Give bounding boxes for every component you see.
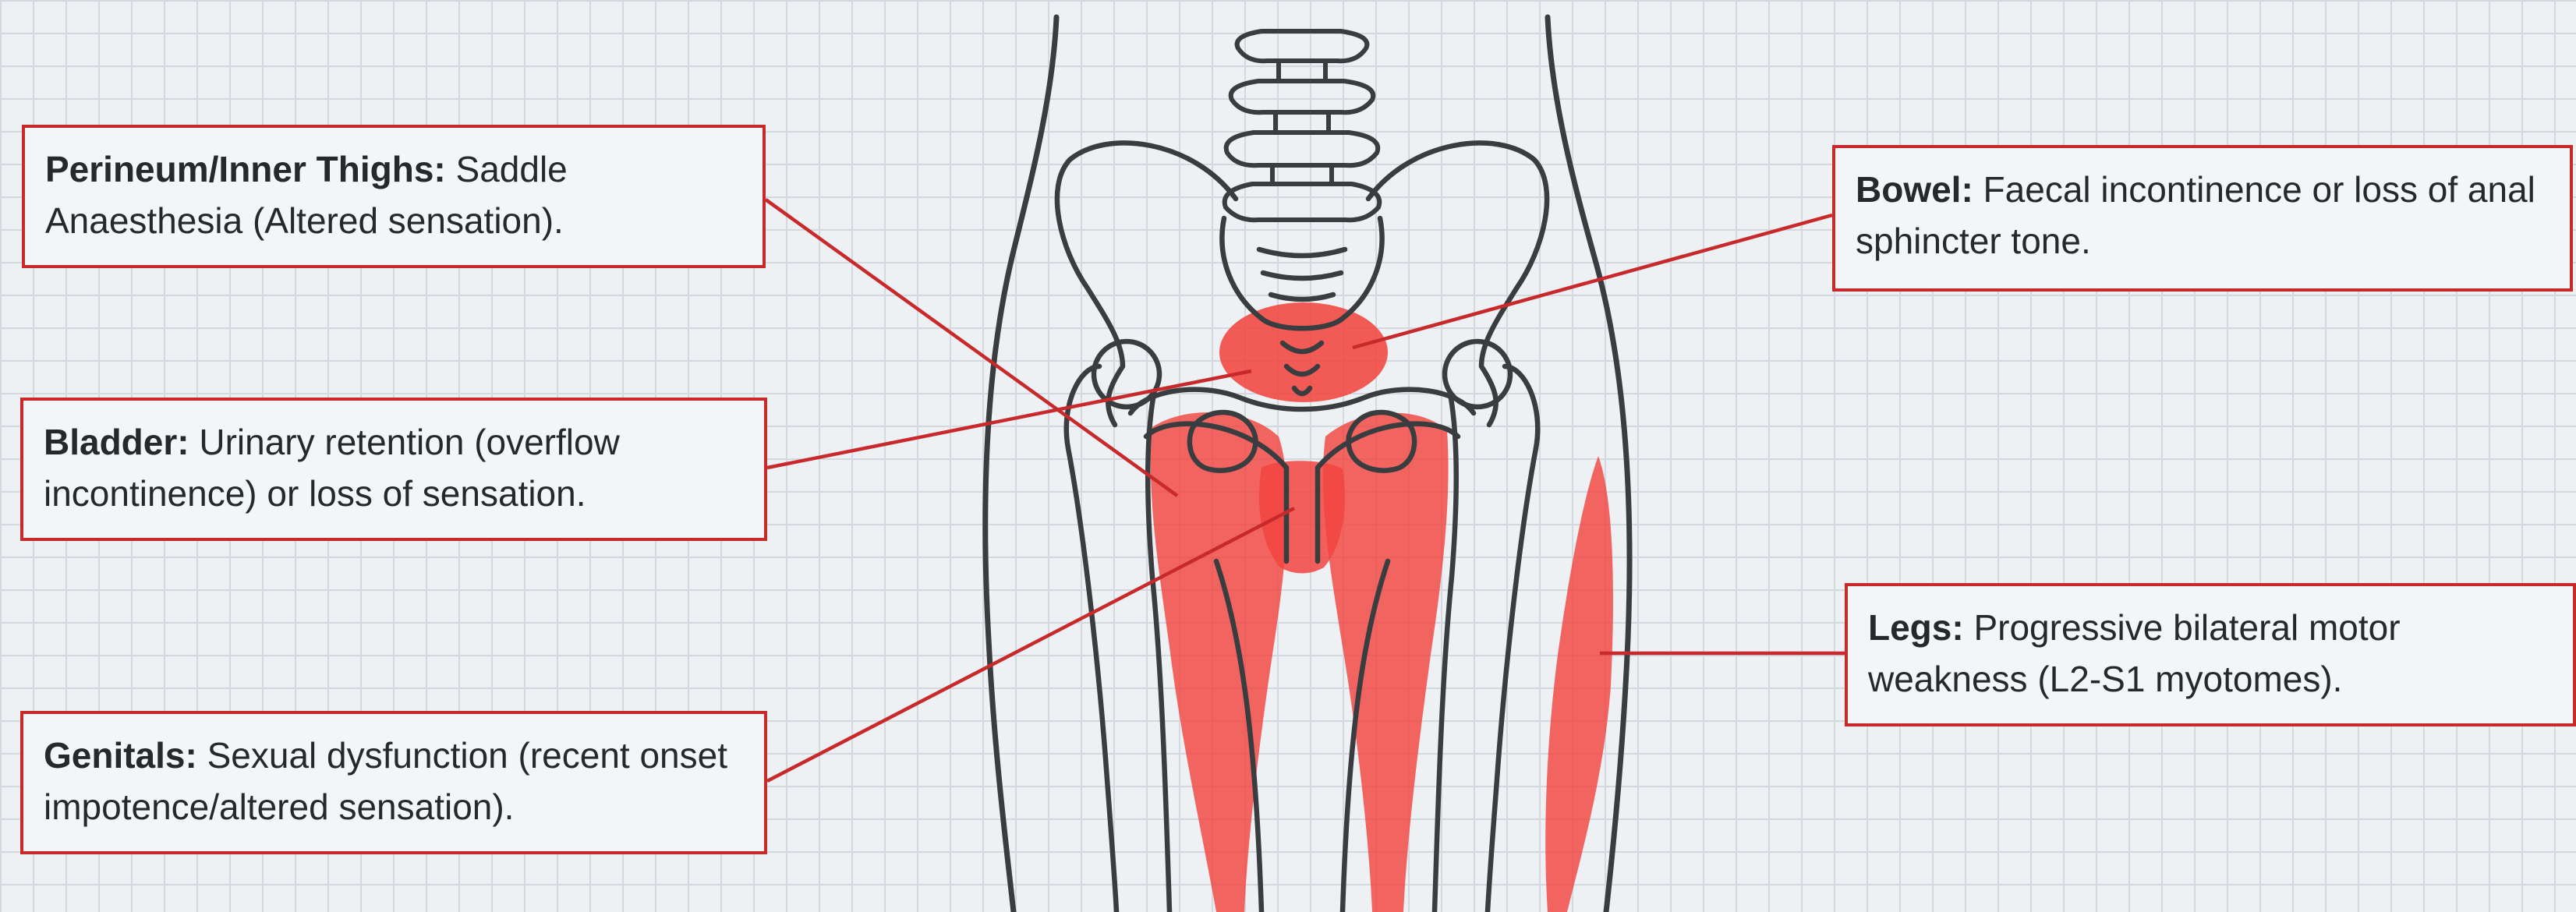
right-femur: [1435, 366, 1537, 912]
left-iliac-wing: [1057, 143, 1236, 425]
perineum-callout-heading: Perineum/Inner Thighs:: [45, 149, 446, 189]
genitals-callout-heading: Genitals:: [44, 735, 197, 776]
bladder-callout: Bladder: Urinary retention (overflow inc…: [20, 398, 767, 541]
perineum-leader-line: [766, 200, 1177, 496]
bowel-callout: Bowel: Faecal incontinence or loss of an…: [1832, 145, 2573, 292]
right-iliac-wing: [1368, 143, 1547, 425]
bladder-callout-heading: Bladder:: [44, 422, 189, 462]
lumbar-spine: [1225, 31, 1380, 220]
bowel-leader-line: [1353, 215, 1832, 348]
legs-callout-heading: Legs:: [1868, 607, 1964, 648]
perineum-callout: Perineum/Inner Thighs: Saddle Anaesthesi…: [22, 125, 766, 268]
right-femoral-head: [1445, 341, 1510, 407]
genitals-callout: Genitals: Sexual dysfunction (recent ons…: [20, 711, 767, 854]
legs-callout: Legs: Progressive bilateral motor weakne…: [1845, 583, 2576, 726]
bowel-callout-heading: Bowel:: [1856, 169, 1973, 210]
leg-highlight: [1545, 456, 1613, 912]
